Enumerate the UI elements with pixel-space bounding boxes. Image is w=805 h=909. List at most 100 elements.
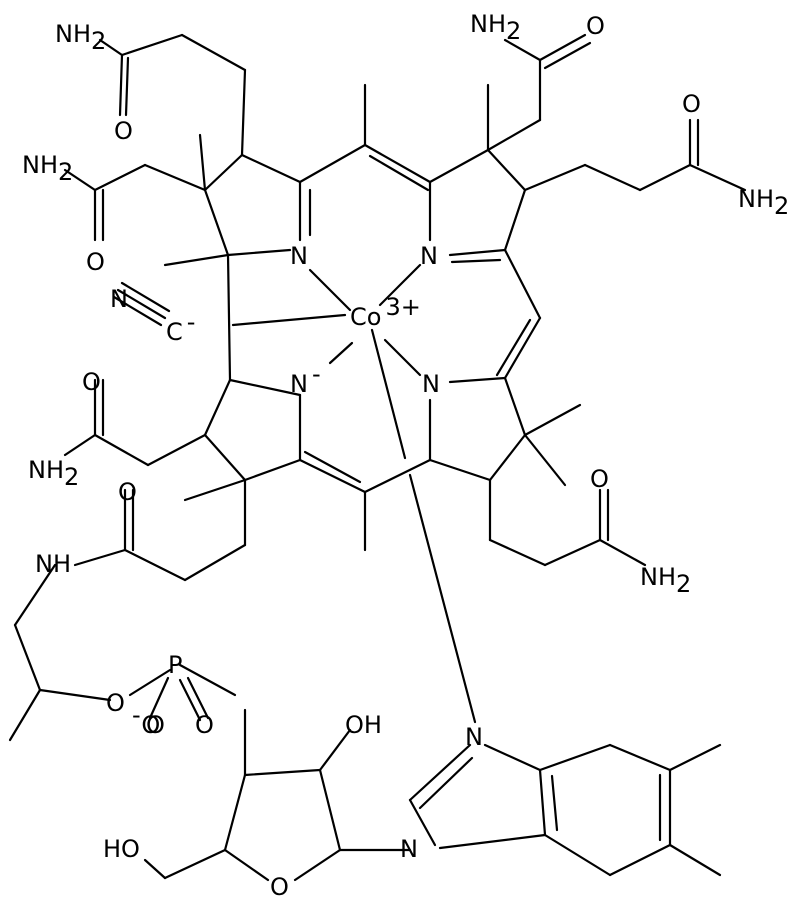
bond-36 bbox=[583, 163, 642, 192]
bond-40 bbox=[688, 163, 747, 192]
atom-label-ho-ch2: HO bbox=[103, 835, 140, 863]
atom-label-n4: N bbox=[422, 370, 440, 398]
bond-80 bbox=[308, 268, 352, 312]
atom-label-o-f: O bbox=[82, 368, 101, 396]
bond-44 bbox=[448, 376, 507, 384]
bond-111 bbox=[418, 756, 474, 810]
bond-lines bbox=[8, 33, 747, 882]
bond-53 bbox=[488, 538, 547, 567]
atom-label-nh: NH bbox=[35, 550, 71, 578]
bond-81 bbox=[378, 263, 422, 307]
bond-67 bbox=[183, 478, 247, 502]
bond-91 bbox=[8, 688, 42, 742]
atom-label-o-p4: -O bbox=[132, 701, 160, 739]
atom-label-o-ring: O bbox=[270, 873, 289, 901]
atom-label-n1: N bbox=[290, 242, 308, 270]
bond-14 bbox=[143, 163, 207, 192]
bond-109 bbox=[408, 798, 437, 847]
bond-118 bbox=[608, 843, 672, 877]
atom-label-o-d: O bbox=[682, 90, 701, 118]
bond-108 bbox=[408, 473, 477, 724]
bond-90 bbox=[13, 623, 42, 692]
bond-1 bbox=[120, 33, 184, 57]
bond-58 bbox=[363, 458, 432, 494]
atom-label-nh2-c: NH2 bbox=[470, 10, 521, 45]
bond-9 bbox=[198, 133, 207, 192]
atom-label-cn-c: C- bbox=[166, 308, 195, 346]
atom-label-cn-n: N bbox=[110, 285, 128, 313]
bond-117 bbox=[543, 833, 612, 877]
bond-65 bbox=[203, 433, 247, 482]
bond-100 bbox=[318, 728, 352, 772]
bond-15 bbox=[93, 163, 147, 192]
bond-4 bbox=[118, 53, 124, 117]
bond-70 bbox=[123, 548, 187, 582]
atom-label-oh-ribose: OH bbox=[345, 711, 382, 739]
bond-88 bbox=[112, 295, 163, 327]
bond-37 bbox=[638, 163, 692, 192]
bond-45 bbox=[503, 376, 527, 437]
bond-49 bbox=[523, 403, 582, 437]
bond-119 bbox=[608, 743, 672, 772]
bond-103 bbox=[223, 848, 270, 882]
bond-18 bbox=[63, 168, 97, 192]
bond-0 bbox=[98, 38, 124, 57]
bond-86 bbox=[116, 288, 167, 320]
bond-84 bbox=[231, 313, 347, 327]
bond-64 bbox=[203, 378, 232, 437]
bond-73 bbox=[73, 548, 127, 567]
bond-26 bbox=[503, 188, 527, 252]
bond-50 bbox=[523, 433, 567, 487]
bond-30 bbox=[486, 118, 542, 152]
atom-label-nh2-b: NH2 bbox=[22, 151, 73, 186]
atom-label-o-c: O bbox=[586, 12, 605, 40]
bond-79 bbox=[226, 253, 232, 382]
bond-74 bbox=[146, 433, 207, 467]
atom-label-n3: N- bbox=[290, 360, 321, 398]
bond-12 bbox=[226, 248, 292, 257]
atom-label-o-a: O bbox=[114, 117, 133, 145]
bond-33 bbox=[543, 41, 592, 70]
bond-102 bbox=[223, 773, 247, 852]
bond-57 bbox=[598, 538, 647, 567]
atom-label-o-p2: O bbox=[146, 711, 165, 739]
bond-19 bbox=[298, 143, 367, 184]
atom-label-n-bim1: N bbox=[465, 723, 483, 751]
bond-112 bbox=[483, 743, 542, 772]
bond-82 bbox=[328, 341, 354, 365]
bond-35 bbox=[523, 163, 587, 192]
bond-7 bbox=[240, 153, 302, 184]
bond-27 bbox=[448, 248, 507, 257]
bond-87 bbox=[120, 281, 171, 313]
bond-115 bbox=[550, 774, 559, 832]
bond-2 bbox=[180, 33, 247, 72]
bond-41 bbox=[503, 248, 542, 320]
bond-83 bbox=[383, 338, 422, 377]
bond-105 bbox=[163, 848, 227, 880]
bond-92 bbox=[38, 688, 112, 702]
bond-94 bbox=[178, 678, 202, 722]
bond-106 bbox=[143, 858, 167, 880]
bond-20 bbox=[363, 143, 432, 184]
bond-113 bbox=[538, 743, 612, 772]
bond-99 bbox=[243, 768, 322, 777]
bond-116 bbox=[438, 833, 547, 850]
bond-21 bbox=[368, 154, 430, 192]
bond-97 bbox=[178, 663, 237, 697]
atom-label-nh2-d: NH2 bbox=[738, 185, 789, 220]
bond-54 bbox=[543, 538, 602, 567]
atom-label-o-p3: O bbox=[195, 711, 214, 739]
bond-114 bbox=[538, 768, 547, 837]
bond-46 bbox=[488, 433, 527, 482]
bond-5 bbox=[124, 56, 130, 117]
bond-60 bbox=[303, 450, 362, 484]
atom-label-nh2-e: NH2 bbox=[28, 456, 79, 491]
bond-34 bbox=[503, 38, 542, 62]
atom-label-nh2-a: NH2 bbox=[55, 20, 106, 55]
bond-47 bbox=[428, 458, 492, 482]
bond-78 bbox=[63, 433, 97, 457]
atom-label-n-bim2: N bbox=[400, 835, 418, 863]
bond-123 bbox=[668, 843, 722, 877]
bond-3 bbox=[240, 68, 247, 157]
